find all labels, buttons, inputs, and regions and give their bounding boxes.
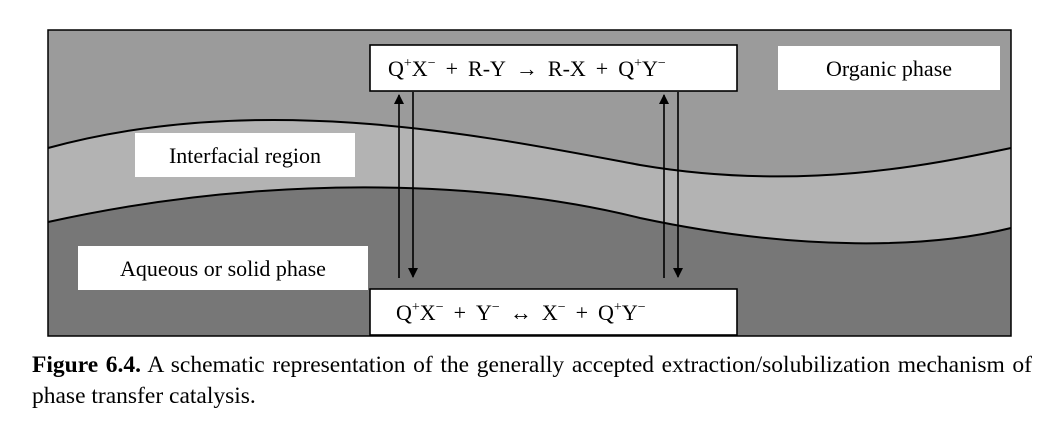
aqueous-eq-product-cation-charge: +	[614, 300, 622, 315]
aqueous-eq-plus-1: +	[454, 300, 466, 325]
aqueous-eq-reactant-anion: X	[420, 300, 436, 325]
organic-eq-reactant-cation-charge: +	[404, 56, 412, 71]
figure-caption: Figure 6.4. A schematic representation o…	[32, 350, 1032, 412]
aqueous-eq-plus-2: +	[576, 300, 588, 325]
organic-eq-plus-1: +	[446, 56, 458, 81]
aqueous-eq-product-cation: Q	[598, 300, 614, 325]
organic-eq-product: R-X	[548, 56, 586, 81]
organic-eq-product-cation-charge: +	[634, 56, 642, 71]
organic-eq-reactant-cation: Q	[388, 56, 404, 81]
aqueous-eq-arrow: ↔	[510, 300, 532, 325]
organic-eq-reactant-anion-charge: −	[428, 56, 436, 71]
organic-eq-arrow: →	[516, 56, 538, 81]
interfacial-region-label-box	[135, 133, 355, 177]
diagram-frame	[47, 29, 1012, 337]
organic-equation: Q+X−+R-Y→R-X+Q+Y−	[388, 56, 666, 81]
aqueous-phase-label-box	[78, 246, 368, 290]
aqueous-phase-label: Aqueous or solid phase	[120, 256, 326, 281]
organic-eq-substrate: R-Y	[468, 56, 506, 81]
figure-label: Figure 6.4.	[32, 352, 142, 378]
aqueous-eq-product-anion-charge: −	[638, 300, 646, 315]
aqueous-eq-product-anion: Y	[622, 300, 638, 325]
aqueous-eq-anion-y: Y	[476, 300, 492, 325]
aqueous-eq-anion-y-charge: −	[492, 300, 500, 315]
organic-phase-label: Organic phase	[826, 56, 952, 81]
aqueous-equation-box	[369, 288, 738, 336]
upper-interface-line	[47, 118, 1012, 178]
organic-equation-box	[369, 44, 738, 92]
lower-interface-line	[47, 186, 1012, 245]
aqueous-equation: Q+X−+Y−↔X−+Q+Y−	[396, 300, 646, 325]
organic-phase-label-box	[778, 46, 1000, 90]
aqueous-eq-reactant-cation: Q	[396, 300, 412, 325]
organic-eq-reactant-anion: X	[412, 56, 428, 81]
organic-eq-product-cation: Q	[618, 56, 634, 81]
aqueous-eq-anion-x-charge: −	[558, 300, 566, 315]
aqueous-eq-anion-x: X	[542, 300, 558, 325]
aqueous-phase-region	[48, 187, 1011, 336]
organic-eq-plus-2: +	[596, 56, 608, 81]
organic-eq-product-anion: Y	[642, 56, 658, 81]
aqueous-eq-reactant-cation-charge: +	[412, 300, 420, 315]
aqueous-eq-reactant-anion-charge: −	[436, 300, 444, 315]
organic-eq-product-anion-charge: −	[658, 56, 666, 71]
interfacial-region-label: Interfacial region	[169, 143, 321, 168]
phase-transfer-diagram: Organic phase Interfacial region Aqueous…	[47, 29, 1012, 337]
figure-caption-text: A schematic representation of the genera…	[32, 352, 1033, 409]
